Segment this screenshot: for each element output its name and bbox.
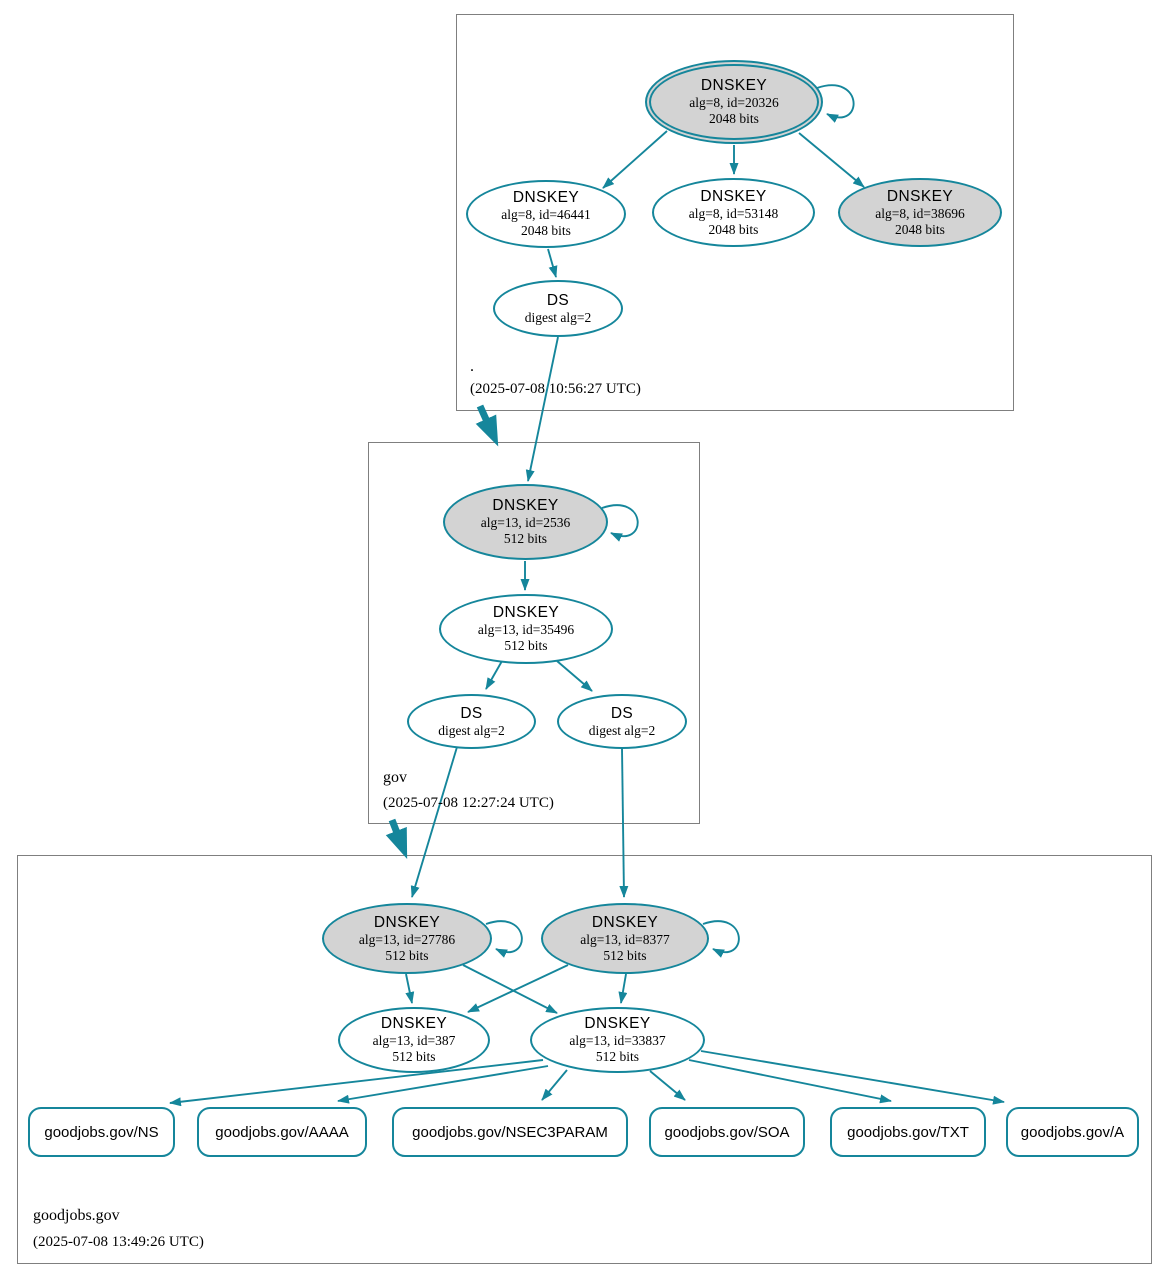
edge-zsk33837-to-rrset-ns bbox=[169, 1059, 544, 1107]
node-size: 2048 bits bbox=[709, 111, 759, 126]
node-title: DNSKEY bbox=[700, 77, 768, 94]
edge-root-ksk-to-key38696 bbox=[798, 132, 865, 188]
zone-timestamp-goodjobs-gov: (2025-07-08 13:49:26 UTC) bbox=[33, 1234, 204, 1250]
node-title: DNSKEY bbox=[492, 604, 560, 621]
dnskey-node-gov-ksk-2536[interactable]: DNSKEY alg=13, id=2536 512 bits bbox=[443, 484, 608, 560]
node-size: 2048 bits bbox=[895, 221, 945, 237]
node-detail: alg=8, id=53148 bbox=[688, 205, 779, 221]
edge-gov-ksk-selfloop bbox=[601, 504, 639, 542]
node-detail: alg=8, id=20326 bbox=[689, 95, 779, 110]
edge-ksk8377-selfloop bbox=[702, 920, 740, 958]
node-detail: alg=13, id=387 bbox=[372, 1033, 456, 1048]
node-title: DNSKEY bbox=[373, 913, 441, 931]
node-detail: alg=13, id=35496 bbox=[477, 622, 575, 637]
zone-timestamp-root: (2025-07-08 10:56:27 UTC) bbox=[470, 381, 641, 397]
ds-node-gov-right[interactable]: DS digest alg=2 bbox=[557, 694, 687, 749]
dnskey-node-root-ksk-20326[interactable]: DNSKEY alg=8, id=20326 2048 bits bbox=[645, 60, 823, 144]
node-title: DS bbox=[546, 291, 570, 309]
edge-ksk8377-to-zsk387 bbox=[467, 964, 569, 1013]
node-size: 512 bits bbox=[392, 1049, 436, 1064]
dnskey-node-root-zsk-53148[interactable]: DNSKEY alg=8, id=53148 2048 bits bbox=[652, 178, 815, 247]
zone-label-root: . bbox=[470, 358, 474, 375]
edge-zsk33837-to-rrset-nsec3param bbox=[541, 1069, 568, 1101]
rrset-box-nsec3param[interactable]: goodjobs.gov/NSEC3PARAM bbox=[392, 1107, 628, 1157]
dnskey-node-root-key-38696[interactable]: DNSKEY alg=8, id=38696 2048 bits bbox=[838, 178, 1002, 247]
edge-ksk27786-selfloop bbox=[485, 920, 523, 958]
node-title: DNSKEY bbox=[512, 189, 580, 206]
rrset-box-aaaa[interactable]: goodjobs.gov/AAAA bbox=[197, 1107, 367, 1157]
edge-ksk27786-to-zsk33837 bbox=[462, 964, 558, 1014]
node-title: DNSKEY bbox=[886, 187, 954, 205]
zone-timestamp-gov: (2025-07-08 12:27:24 UTC) bbox=[383, 795, 554, 811]
ds-node-gov-left[interactable]: DS digest alg=2 bbox=[407, 694, 536, 749]
node-title: DNSKEY bbox=[591, 913, 659, 931]
node-detail: digest alg=2 bbox=[524, 309, 592, 325]
edge-root-ds-to-gov-ksk bbox=[525, 336, 559, 482]
zone-box-goodjobs-gov bbox=[17, 855, 1152, 1264]
zone-label-gov: gov bbox=[383, 769, 407, 786]
delegation-arrow-gov-to-goodjobs bbox=[385, 818, 408, 859]
node-title: DNSKEY bbox=[700, 187, 767, 205]
node-title: DNSKEY bbox=[584, 1015, 651, 1032]
edge-zsk33837-to-rrset-aaaa bbox=[337, 1065, 549, 1104]
rrset-box-a[interactable]: goodjobs.gov/A bbox=[1006, 1107, 1139, 1157]
dnskey-node-goodjobs-zsk-387[interactable]: DNSKEY alg=13, id=387 512 bits bbox=[338, 1007, 490, 1073]
dnskey-node-goodjobs-ksk-8377[interactable]: DNSKEY alg=13, id=8377 512 bits bbox=[541, 903, 709, 974]
rrset-box-ns[interactable]: goodjobs.gov/NS bbox=[28, 1107, 175, 1157]
edge-gov-zsk-to-ds-left bbox=[485, 660, 503, 690]
node-size: 512 bits bbox=[385, 947, 429, 963]
edge-root-ksk-selfloop bbox=[816, 84, 855, 123]
node-detail: alg=13, id=2536 bbox=[480, 515, 571, 530]
edge-ksk8377-to-zsk33837 bbox=[618, 973, 628, 1004]
edge-gov-zsk-to-ds-right bbox=[556, 660, 593, 692]
node-title: DS bbox=[460, 704, 483, 722]
node-detail: alg=13, id=33837 bbox=[569, 1033, 666, 1048]
node-detail: alg=13, id=8377 bbox=[580, 931, 670, 947]
zone-box-gov bbox=[368, 442, 700, 824]
edge-gov-ds-to-ksk8377 bbox=[619, 747, 629, 898]
rrset-box-txt[interactable]: goodjobs.gov/TXT bbox=[830, 1107, 986, 1157]
zone-box-root bbox=[456, 14, 1014, 411]
node-detail: digest alg=2 bbox=[438, 722, 505, 738]
dnskey-node-root-zsk-46441[interactable]: DNSKEY alg=8, id=46441 2048 bits bbox=[466, 180, 626, 248]
zone-label-goodjobs-gov: goodjobs.gov bbox=[33, 1207, 120, 1224]
dnskey-node-gov-zsk-35496[interactable]: DNSKEY alg=13, id=35496 512 bits bbox=[439, 594, 613, 664]
edge-zsk33837-to-rrset-soa bbox=[649, 1070, 686, 1101]
node-detail: alg=8, id=46441 bbox=[501, 207, 591, 222]
dnskey-node-goodjobs-ksk-27786[interactable]: DNSKEY alg=13, id=27786 512 bits bbox=[322, 903, 492, 974]
node-size: 512 bits bbox=[504, 638, 548, 653]
node-size: 512 bits bbox=[595, 1049, 640, 1064]
node-detail: alg=8, id=38696 bbox=[875, 205, 965, 221]
edge-zsk46441-to-ds bbox=[547, 248, 558, 278]
edge-gov-ds-to-ksk27786 bbox=[410, 746, 458, 898]
node-title: DNSKEY bbox=[492, 497, 559, 514]
delegation-arrow-root-to-gov bbox=[475, 404, 499, 447]
rrset-box-soa[interactable]: goodjobs.gov/SOA bbox=[649, 1107, 805, 1157]
ds-node-root[interactable]: DS digest alg=2 bbox=[493, 280, 623, 337]
node-detail: alg=13, id=27786 bbox=[358, 931, 456, 947]
node-size: 512 bits bbox=[603, 947, 647, 963]
edge-root-ksk-to-zsk46441 bbox=[602, 130, 668, 189]
edge-zsk33837-to-rrset-a bbox=[700, 1050, 1005, 1105]
node-detail: digest alg=2 bbox=[588, 722, 656, 738]
edge-ksk27786-to-zsk387 bbox=[405, 973, 415, 1004]
node-size: 512 bits bbox=[503, 531, 548, 546]
node-title: DS bbox=[610, 704, 634, 722]
node-size: 2048 bits bbox=[521, 223, 571, 238]
edge-zsk33837-to-rrset-txt bbox=[688, 1059, 892, 1104]
dnskey-node-goodjobs-zsk-33837[interactable]: DNSKEY alg=13, id=33837 512 bits bbox=[530, 1007, 705, 1073]
node-title: DNSKEY bbox=[380, 1015, 448, 1032]
node-size: 2048 bits bbox=[708, 221, 759, 237]
